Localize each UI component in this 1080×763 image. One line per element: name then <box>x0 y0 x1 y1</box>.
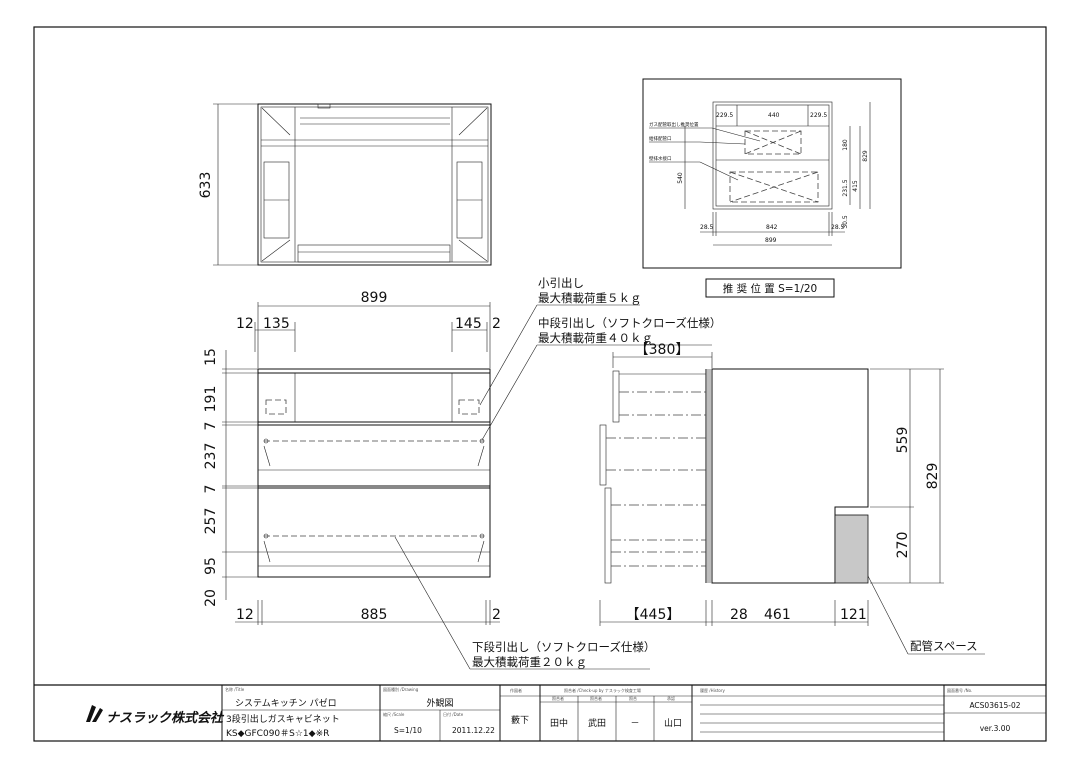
pipe-space-area <box>834 514 869 584</box>
tb-checker-3: － <box>630 719 639 729</box>
dim-2-bottom: 2 <box>492 607 501 623</box>
tb-version: ver.3.00 <box>980 724 1011 733</box>
note-small-drawer-1: 小引出し <box>538 276 584 290</box>
tb-check-sub-2: 照合者 <box>590 695 602 701</box>
tb-check-sub-3: 照合 <box>629 695 637 701</box>
tb-number: ACS03615-02 <box>969 701 1020 710</box>
dim-135: 135 <box>263 316 290 332</box>
dim-h-7b: 7 <box>203 485 219 494</box>
tb-drawing-type-label: 図面種別 /Drawing <box>383 686 419 692</box>
dim-h-257: 257 <box>203 508 219 535</box>
tb-date-label: 日付 /Date <box>443 711 464 717</box>
tb-scale: S=1/10 <box>394 726 422 735</box>
inset-d-229-5-r: 229.5 <box>810 112 827 119</box>
note-low-drawer-1: 下段引出し（ソフトクローズ仕様） <box>472 640 655 654</box>
note-mid-drawer-1: 中段引出し（ソフトクローズ仕様） <box>538 316 721 330</box>
inset-d-540: 540 <box>677 172 684 184</box>
note-mid-drawer-2: 最大積載荷重４０ｋｇ <box>538 331 653 345</box>
tb-name-3: KS◆GFC090＃S☆1◆※R <box>226 728 329 739</box>
tb-name-2: 3段引出しガスキャビネット <box>226 713 340 725</box>
tb-checker-4: 山口 <box>664 718 682 729</box>
inset-label-water: 給排配管口 <box>649 135 672 142</box>
dim-h-237: 237 <box>203 443 219 470</box>
dim-885: 885 <box>361 607 388 623</box>
tb-history-label: 履歴 /History <box>700 687 725 693</box>
tb-checker-1: 田中 <box>550 717 568 729</box>
inset-d-28-5-r: 28.5 <box>831 224 845 231</box>
dim-12-bottom: 12 <box>236 607 254 623</box>
tb-check-label: 照合者 /Check-up by ナスラック検査工場 <box>564 687 641 693</box>
inset-d-899: 899 <box>765 237 777 244</box>
tb-number-label: 図面番号 /No. <box>947 687 972 693</box>
dim-445: 【445】 <box>626 607 681 623</box>
inset-recommended-position: ガス配管取出し推奨位置 給排配管口 壁排水接口 229.5 440 229.5 … <box>642 78 902 269</box>
dim-h-15: 15 <box>203 348 219 366</box>
tb-check-sub-4: 承認 <box>667 695 675 701</box>
tb-drafter: 藪下 <box>511 714 529 726</box>
dim-461: 461 <box>764 607 791 623</box>
inset-d-415: 415 <box>852 180 859 192</box>
inset-label-gas: ガス配管取出し推奨位置 <box>649 121 699 128</box>
dim-h-7a: 7 <box>203 422 219 431</box>
front-bottom-dims: 12 885 2 <box>235 600 501 625</box>
dim-270: 270 <box>895 532 911 559</box>
dim-2-top: 2 <box>492 316 501 332</box>
inset-d-30-5: 30.5 <box>842 215 849 229</box>
drawer-notes: 小引出し 最大積載荷重５ｋｇ 中段引出し（ソフトクローズ仕様） 最大積載荷重４０… <box>394 276 985 670</box>
title-block: ナスラック株式会社 名称 /Title システムキッチン パゼロ 3段引出しガス… <box>86 685 1046 741</box>
tb-check-sub-1: 照合者 <box>552 695 564 701</box>
dim-h-20: 20 <box>203 589 219 607</box>
dim-633: 633 <box>198 103 258 266</box>
note-pipe-space: 配管スペース <box>910 639 978 653</box>
inset-caption: 推 奨 位 置 S=1/20 <box>723 282 817 295</box>
note-low-drawer-2: 最大積載荷重２０ｋｇ <box>472 655 587 669</box>
side-view <box>599 368 869 584</box>
tb-date: 2011.12.22 <box>452 726 495 735</box>
tb-scale-label: 縮尺 /Scale <box>383 711 405 717</box>
dim-829: 829 <box>925 463 941 490</box>
dim-899: 899 <box>361 290 388 306</box>
tb-drafter-label: 作図者 <box>510 687 522 693</box>
tb-name-label: 名称 /Title <box>225 686 245 692</box>
front-left-dims: 15 191 7 237 7 257 95 20 <box>203 348 258 607</box>
dim-h-95: 95 <box>203 557 219 575</box>
dim-559: 559 <box>895 427 911 454</box>
dim-145: 145 <box>455 316 482 332</box>
dim-28: 28 <box>730 607 748 623</box>
tb-drawing-type: 外観図 <box>426 697 453 709</box>
inset-d-28-5-l: 28.5 <box>700 224 714 231</box>
dim-380: 【380】 <box>635 342 690 358</box>
inset-caption-box: 推 奨 位 置 S=1/20 <box>705 278 835 298</box>
side-dims: 【380】 【445】 28 461 121 559 829 270 <box>599 342 944 626</box>
tb-checker-2: 武田 <box>588 717 606 729</box>
dim-h-191: 191 <box>203 386 219 413</box>
inset-d-231-5: 231.5 <box>842 179 849 196</box>
dim-121: 121 <box>840 607 867 623</box>
tb-name-1: システムキッチン パゼロ <box>235 697 337 709</box>
inset-label-wall: 壁排水接口 <box>649 155 672 162</box>
inset-d-829: 829 <box>862 150 869 162</box>
top-view <box>257 103 492 266</box>
logo-mark-icon <box>86 705 103 722</box>
front-view <box>257 368 491 578</box>
sheet-border <box>33 26 1047 742</box>
company-name: ナスラック株式会社 <box>106 710 225 726</box>
inset-d-229-5-l: 229.5 <box>716 112 733 119</box>
front-top-dims: 899 12 135 145 2 <box>236 290 501 368</box>
note-small-drawer-2: 最大積載荷重５ｋｇ <box>538 291 642 305</box>
inset-d-842: 842 <box>766 224 778 231</box>
inset-d-180: 180 <box>842 139 849 151</box>
company-logo: ナスラック株式会社 <box>86 705 225 726</box>
dim-12-top: 12 <box>236 316 254 332</box>
dim-633-label: 633 <box>198 172 214 199</box>
inset-d-440: 440 <box>768 112 780 119</box>
